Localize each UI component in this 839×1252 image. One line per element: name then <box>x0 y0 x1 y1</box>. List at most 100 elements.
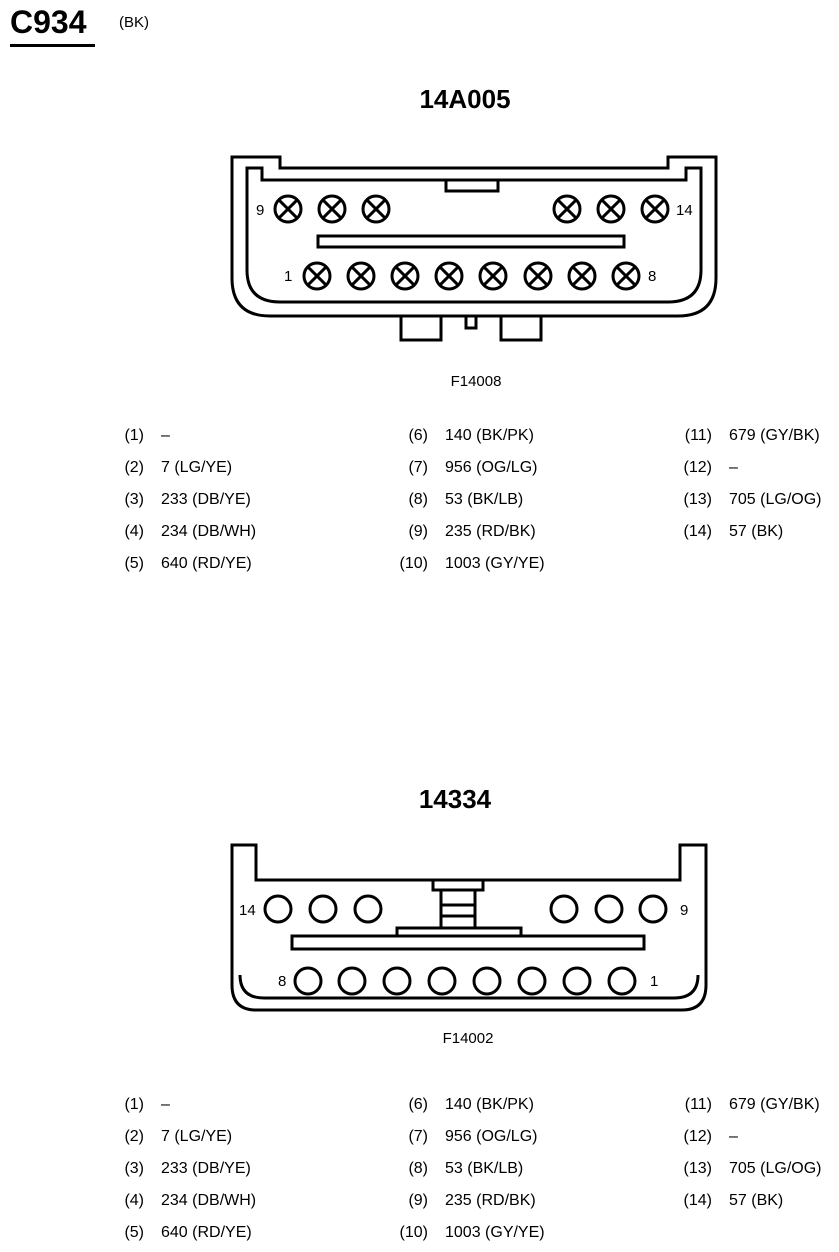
pin-circuit: 57 (BK) <box>729 523 784 540</box>
pin-number: (8) <box>408 1160 428 1177</box>
connector-1-figure-ref: F14008 <box>450 373 502 390</box>
pin-cross <box>482 265 504 287</box>
pin-number: (11) <box>684 427 712 444</box>
pin-cavity <box>263 894 293 924</box>
pin-number: (1) <box>124 1096 144 1113</box>
pin-cavity <box>562 966 592 996</box>
connector-2-pin-cavities <box>263 894 668 996</box>
pin-circuit: 7 (LG/YE) <box>161 1128 233 1145</box>
pin-cavity-plugged <box>478 261 508 291</box>
pin-cavity <box>638 894 668 924</box>
connector-1-housing <box>230 155 718 342</box>
pin-cross <box>321 198 343 220</box>
pin-number: (3) <box>124 491 144 508</box>
pin-cavity-plugged <box>640 194 670 224</box>
connector-2-pin-label-14: 14 <box>239 902 256 919</box>
pin-number: (7) <box>408 459 428 476</box>
pin-cross <box>350 265 372 287</box>
pin-number: (9) <box>408 1192 428 1209</box>
pin-cavity-plugged <box>273 194 303 224</box>
connector-1-pin-label-9: 9 <box>256 202 265 219</box>
pin-number: (4) <box>124 1192 144 1209</box>
pin-circuit: 705 (LG/OG) <box>729 491 822 508</box>
pin-circuit: 705 (LG/OG) <box>729 1160 822 1177</box>
connector-2-pin-label-1: 1 <box>650 973 659 990</box>
pin-cross <box>527 265 549 287</box>
pin-cavity-plugged <box>317 194 347 224</box>
pin-cross <box>438 265 460 287</box>
pin-cavity-plugged <box>434 261 464 291</box>
pin-number: (1) <box>124 427 144 444</box>
pin-cross <box>556 198 578 220</box>
connector-1-pin-cavities <box>273 194 670 291</box>
pin-number: (13) <box>683 491 712 508</box>
pin-cross <box>306 265 328 287</box>
pin-cross <box>644 198 666 220</box>
pin-cavity-plugged <box>552 194 582 224</box>
pin-circuit: 53 (BK/LB) <box>445 1160 524 1177</box>
pin-circuit: 640 (RD/YE) <box>161 555 252 572</box>
pin-cavity <box>472 966 502 996</box>
pin-number: (5) <box>124 1224 144 1241</box>
pin-number: (12) <box>683 1128 712 1145</box>
pin-circuit: 7 (LG/YE) <box>161 459 233 476</box>
connector-1-pin-label-1: 1 <box>284 268 293 285</box>
pin-cavity <box>607 966 637 996</box>
connector-2-housing <box>230 843 708 1012</box>
pin-number: (13) <box>683 1160 712 1177</box>
pin-number: (14) <box>683 1192 712 1209</box>
pin-circuit: 679 (GY/BK) <box>729 427 820 444</box>
pin-cavity-plugged <box>302 261 332 291</box>
pin-circuit: – <box>161 1096 170 1113</box>
pin-number: (9) <box>408 523 428 540</box>
pin-cross <box>394 265 416 287</box>
pin-cavity <box>293 966 323 996</box>
pin-cavity-plugged <box>346 261 376 291</box>
pin-circuit: 234 (DB/WH) <box>161 1192 257 1209</box>
pin-cavity-plugged <box>611 261 641 291</box>
pin-number: (10) <box>399 1224 428 1241</box>
pin-circuit: – <box>161 427 170 444</box>
pin-circuit: 956 (OG/LG) <box>445 1128 538 1145</box>
pin-number: (7) <box>408 1128 428 1145</box>
pin-cavity <box>353 894 383 924</box>
pin-circuit: 234 (DB/WH) <box>161 523 257 540</box>
pin-number: (5) <box>124 555 144 572</box>
pin-circuit: 57 (BK) <box>729 1192 784 1209</box>
pin-cavity <box>337 966 367 996</box>
pin-circuit: 233 (DB/YE) <box>161 1160 251 1177</box>
pin-cavity <box>549 894 579 924</box>
pin-number: (11) <box>684 1096 712 1113</box>
connector-id: C934 <box>10 4 87 40</box>
connector-2-pin-label-8: 8 <box>278 973 287 990</box>
pin-circuit: 140 (BK/PK) <box>445 1096 534 1113</box>
pin-circuit: 1003 (GY/YE) <box>445 1224 545 1241</box>
connector-id-underline <box>10 44 95 47</box>
pin-cavity <box>308 894 338 924</box>
pin-number: (12) <box>683 459 712 476</box>
pin-number: (10) <box>399 555 428 572</box>
pin-cavity <box>427 966 457 996</box>
connector-1-pin-label-14: 14 <box>676 202 693 219</box>
pin-number: (8) <box>408 491 428 508</box>
pin-number: (4) <box>124 523 144 540</box>
pin-circuit: 235 (RD/BK) <box>445 523 536 540</box>
pin-number: (2) <box>124 1128 144 1145</box>
connector-1-part-number: 14A005 <box>419 84 511 114</box>
pin-number: (14) <box>683 523 712 540</box>
connector-2-pin-label-9: 9 <box>680 902 689 919</box>
pin-cross <box>615 265 637 287</box>
connector-color-code: (BK) <box>119 14 149 31</box>
connector-1-pin-label-8: 8 <box>648 268 657 285</box>
pin-circuit: – <box>729 459 738 476</box>
pin-circuit: 233 (DB/YE) <box>161 491 251 508</box>
pin-cross <box>600 198 622 220</box>
pin-number: (3) <box>124 1160 144 1177</box>
pin-number: (6) <box>408 1096 428 1113</box>
pin-cavity-plugged <box>596 194 626 224</box>
pin-circuit: 1003 (GY/YE) <box>445 555 545 572</box>
pin-cavity-plugged <box>390 261 420 291</box>
pin-circuit: – <box>729 1128 738 1145</box>
pin-circuit: 640 (RD/YE) <box>161 1224 252 1241</box>
